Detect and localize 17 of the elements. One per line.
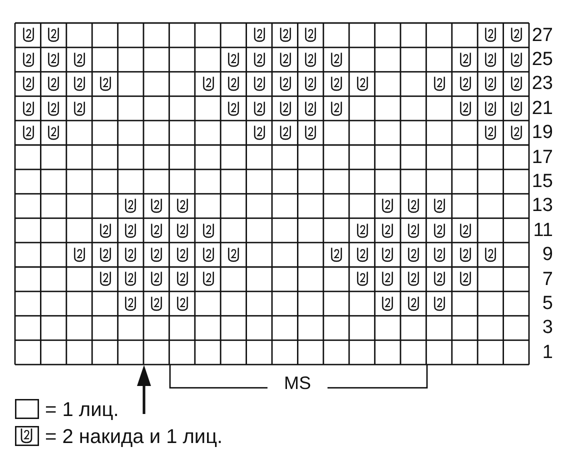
row-number: 3 xyxy=(542,318,553,338)
repeat-label: MS xyxy=(284,374,311,392)
row-number: 21 xyxy=(532,98,553,118)
legend-text: = 2 накида и 1 лиц. xyxy=(45,427,223,447)
legend-text: = 1 лиц. xyxy=(45,400,119,420)
row-number: 15 xyxy=(532,172,553,191)
row-number: 9 xyxy=(542,245,553,264)
row-number: 1 xyxy=(542,342,553,362)
row-number: 19 xyxy=(532,123,553,142)
row-number: 11 xyxy=(533,220,553,240)
row-number: 5 xyxy=(542,294,553,313)
row-number: 17 xyxy=(532,148,553,167)
row-number: 25 xyxy=(532,50,553,69)
row-number: 7 xyxy=(542,270,553,289)
row-number: 27 xyxy=(532,26,553,45)
row-number: 23 xyxy=(532,74,553,94)
row-number: 13 xyxy=(532,196,553,216)
